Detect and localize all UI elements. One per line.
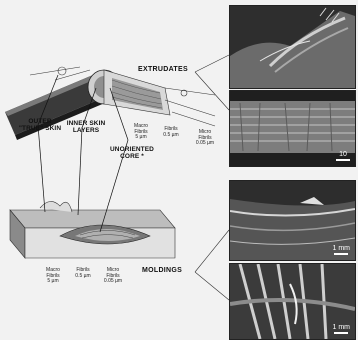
bottom-macro-fibrils: MacroFibrils5 µm <box>42 268 64 285</box>
top-macro-fibrils: MacroFibrils5 µm <box>130 124 152 141</box>
top-fibrils: Fibrils0.5 µm <box>160 127 182 138</box>
extrudate-micrograph-2: 10 <box>229 90 356 167</box>
top-micro-fibrils: MicroFibrils0.05 µm <box>192 130 218 147</box>
core-label: UNORIENTED CORE * <box>108 146 156 160</box>
scale-bar-2: 10 <box>336 151 350 161</box>
inner-skin-label: INNER SKIN LAYERS <box>64 120 108 134</box>
extrudate-micrograph-1 <box>229 5 356 89</box>
extrudates-title: EXTRUDATES <box>138 66 188 73</box>
leader-lines <box>195 55 229 300</box>
scale-bar-3: 1 mm <box>333 245 351 255</box>
molding-micrograph-2: 1 mm <box>229 263 356 340</box>
bottom-micro-fibrils: MicroFibrils0.05 µm <box>100 268 126 285</box>
outer-skin-label: OUTER "TRUE" SKIN <box>18 118 62 132</box>
molding-micrograph-1: 1 mm <box>229 180 356 261</box>
bottom-fibrils: Fibrils0.5 µm <box>72 268 94 279</box>
molding-block-drawing <box>10 201 175 258</box>
moldings-title: MOLDINGS <box>142 267 182 274</box>
fiber-schematic <box>0 0 230 340</box>
scale-bar-4: 1 mm <box>333 324 351 334</box>
